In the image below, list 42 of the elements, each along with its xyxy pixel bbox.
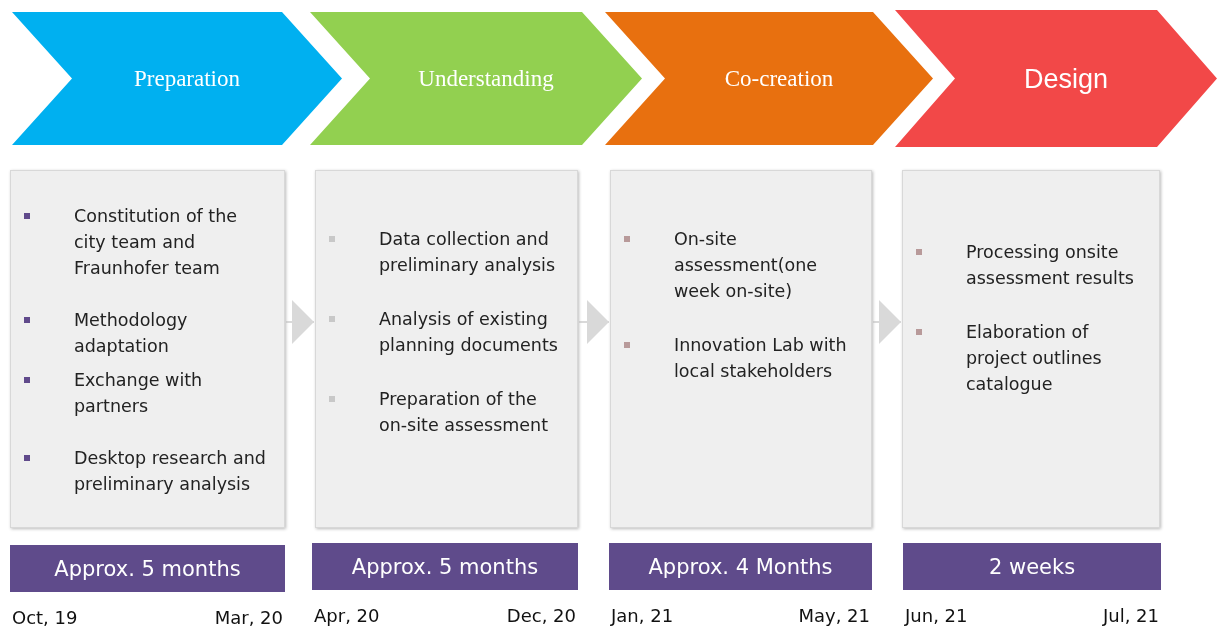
bullet-text: Exchange with partners — [74, 370, 203, 416]
phase-banner — [895, 10, 1217, 147]
duration-text: Approx. 4 Months — [648, 554, 833, 579]
bullet-text: Preparation of the on-site assessment — [379, 389, 548, 435]
date-label: Mar, 20 — [214, 607, 283, 628]
duration-bar — [312, 543, 578, 590]
date-label: May, 21 — [798, 605, 870, 626]
phase-title: Preparation — [133, 65, 241, 92]
duration-text: Approx. 5 months — [54, 556, 241, 581]
date-label: Oct, 19 — [12, 607, 78, 628]
date-label: Jun, 21 — [905, 605, 968, 626]
phase-banner — [12, 12, 342, 145]
date-label: Dec, 20 — [506, 605, 576, 626]
bullet-text: Innovation Lab with local stakeholders — [674, 335, 847, 381]
duration-bar — [609, 543, 872, 590]
duration-text: Approx. 5 months — [351, 554, 539, 579]
bullet-text: Data collection and preliminary analysis — [379, 229, 556, 275]
bullet-text: Desktop research and preliminary analysis — [74, 448, 266, 494]
bullet-text: Processing onsite assessment results — [966, 242, 1134, 288]
phase-banner — [310, 12, 642, 145]
activity-panel — [902, 170, 1160, 528]
bullet-text: Analysis of existing planning documents — [379, 309, 558, 355]
arrow — [578, 300, 610, 344]
duration-bar — [903, 543, 1161, 590]
date-label: Apr, 20 — [314, 605, 380, 626]
phase-title: Understanding — [417, 65, 555, 92]
phase-title: Design — [1022, 63, 1109, 94]
activity-panel — [10, 170, 285, 528]
date-label: Jul, 21 — [1102, 605, 1159, 626]
bullet-text: Methodology adaptation — [74, 310, 188, 356]
arrow — [285, 300, 315, 344]
duration-bar — [10, 545, 285, 592]
bullet-text: On-site assessment(one week on-site) — [674, 229, 818, 301]
bullet-text: Constitution of the city team and Fraunhofer team — [74, 206, 238, 278]
phase-banner — [605, 12, 933, 145]
phase-title: Co-creation — [723, 65, 835, 92]
bullet-text: Elaboration of project outlines catalogue — [966, 322, 1102, 394]
duration-text: 2 weeks — [988, 554, 1076, 579]
activity-panel — [610, 170, 872, 528]
arrow — [872, 300, 902, 344]
activity-panel — [315, 170, 578, 528]
date-label: Jan, 21 — [611, 605, 674, 626]
